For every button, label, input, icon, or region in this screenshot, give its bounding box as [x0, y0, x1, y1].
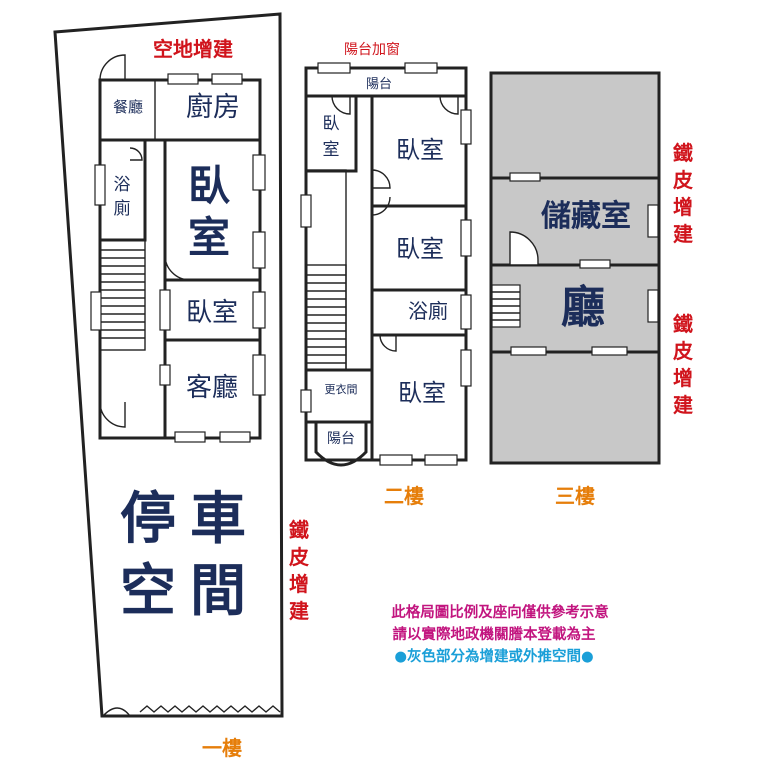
- f2-bathroom-label: 浴廁: [408, 299, 448, 323]
- f1-steel-char-4: 建: [289, 599, 309, 623]
- f3-steel-top-char-1: 鐵: [673, 141, 693, 165]
- floor3-door: [509, 231, 539, 266]
- floor1-stairs: [99, 239, 146, 351]
- storage-label: 儲藏室: [541, 199, 631, 234]
- floor3-plan: [489, 71, 661, 465]
- note-line-3: ●灰色部分為增建或外推空間●: [394, 647, 593, 665]
- f3-steel-bottom-char-1: 鐵: [673, 312, 693, 336]
- note-line-2: 請以實際地政機關謄本登載為主: [393, 625, 596, 643]
- kitchen-label: 廚房: [186, 92, 240, 123]
- f3-steel-bottom-char-2: 皮: [673, 339, 693, 363]
- closet-label: 更衣間: [325, 382, 358, 396]
- f1-steel-char-1: 鐵: [289, 518, 309, 542]
- floor2-label: 二樓: [384, 484, 424, 508]
- f1-steel-char-3: 增: [289, 572, 309, 596]
- f2-small-bedroom-char-2: 室: [323, 140, 340, 160]
- f1-bedroom-char-2: 室: [188, 213, 230, 262]
- parking-char-3: 空: [120, 559, 176, 624]
- floor3-label: 三樓: [555, 484, 595, 508]
- parking-char-4: 間: [190, 559, 246, 624]
- f1-bath-char-2: 廁: [114, 198, 131, 219]
- f3-steel-top-char-2: 皮: [673, 168, 693, 192]
- living-room-label: 客廳: [186, 373, 238, 403]
- floor2-plan: [300, 62, 472, 467]
- hall-label: 廳: [561, 282, 605, 333]
- f2-balcony-bottom-label: 陽台: [327, 431, 355, 447]
- f2-balcony-top-label: 陽台: [366, 77, 392, 92]
- entrance-door: [102, 707, 131, 717]
- floor1-extension-label: 空地增建: [153, 37, 233, 61]
- balcony-window-label: 陽台加窗: [344, 41, 400, 58]
- f2-bedroom-1-label: 臥室: [396, 136, 444, 164]
- f1-steel-char-2: 皮: [289, 545, 309, 569]
- f3-steel-top-char-3: 增: [673, 195, 693, 219]
- floor3-gray-extension: [489, 71, 661, 465]
- floor1-outline: [53, 12, 284, 718]
- note-line-1: 此格局圖比例及座向僅供參考示意: [391, 603, 609, 621]
- f2-bedroom-2-label: 臥室: [396, 235, 444, 263]
- parking-char-2: 車: [190, 487, 246, 552]
- dining-label: 餐廳: [113, 98, 143, 116]
- floor1-plan: [53, 12, 284, 718]
- f3-steel-bottom-char-4: 建: [673, 393, 693, 417]
- f2-small-bedroom-char-1: 臥: [323, 114, 340, 134]
- f1-small-bedroom-label: 臥室: [186, 298, 238, 328]
- floor2-bottom-balcony: [314, 422, 368, 467]
- garage-door: [139, 705, 281, 713]
- floor2-bedroom-3: [370, 333, 468, 462]
- floor2-small-bedroom: [304, 94, 358, 173]
- floor2-stairs-block: [305, 169, 347, 371]
- floor1-label: 一樓: [202, 736, 242, 760]
- parking-char-1: 停: [120, 487, 176, 552]
- f3-steel-bottom-char-3: 增: [673, 366, 693, 390]
- dining-door: [99, 54, 126, 81]
- f1-bath-char-1: 浴: [114, 175, 131, 195]
- f3-steel-top-char-4: 建: [673, 222, 693, 246]
- f1-bedroom-char-1: 臥: [188, 161, 230, 210]
- f2-bedroom-3-label: 臥室: [398, 379, 446, 407]
